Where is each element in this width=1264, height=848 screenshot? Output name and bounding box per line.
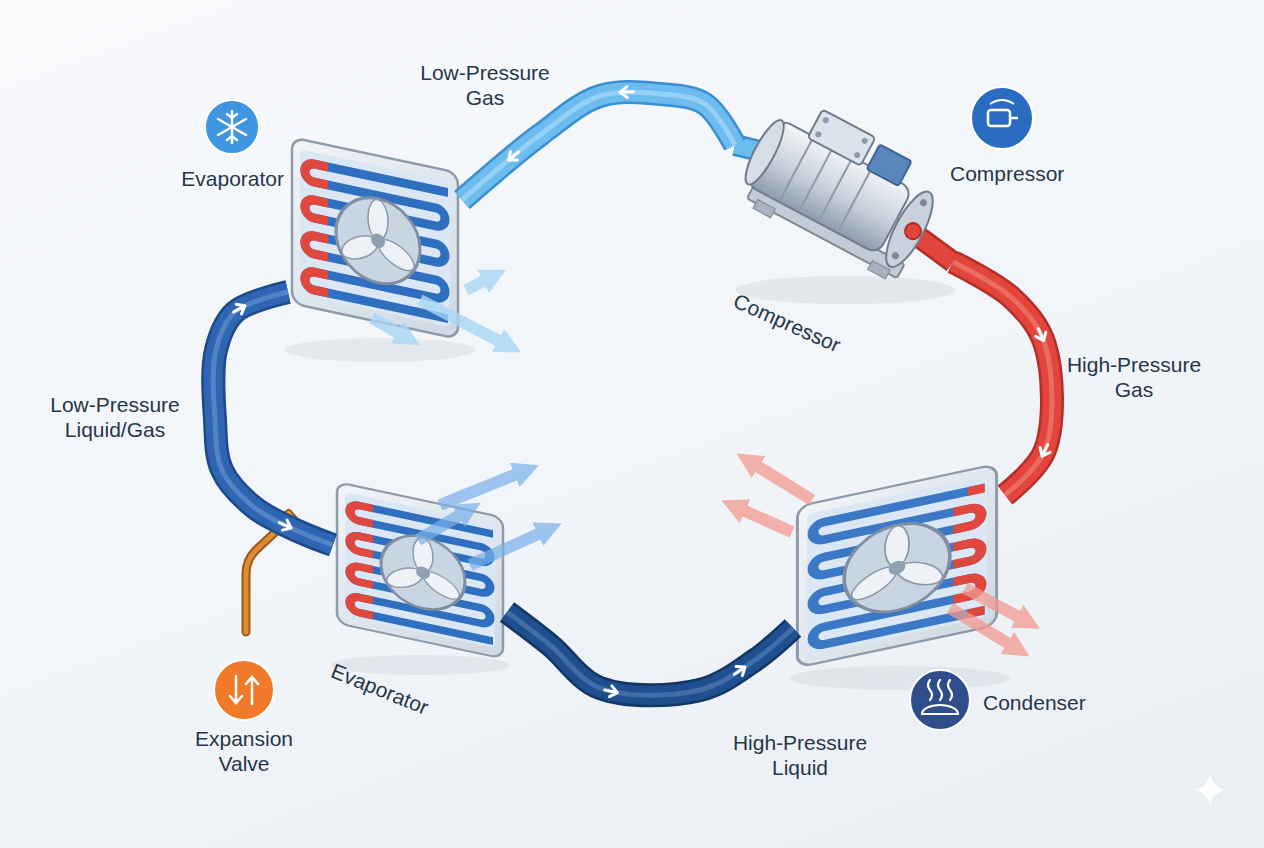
flow-arrowhead — [1033, 327, 1048, 343]
sparkle-mark — [1195, 775, 1225, 805]
condenser-icon — [910, 670, 970, 730]
component-label: Evaporator — [181, 166, 284, 191]
pipe-highlight — [213, 292, 333, 545]
evaporator-unit: Evaporator — [288, 133, 462, 343]
flow-arrowhead — [731, 662, 748, 678]
evaporator-icon — [205, 100, 259, 154]
component-label: Condenser — [983, 690, 1086, 715]
evaporator-unit: Evaporator — [333, 478, 507, 662]
airflow-arrow — [372, 278, 505, 344]
flow-arrowhead — [505, 148, 522, 165]
component-label: Compressor — [730, 288, 845, 358]
pipe-body — [213, 292, 333, 545]
flow-arrowhead — [231, 301, 248, 317]
component-label: Expansion Valve — [187, 726, 302, 776]
refrigerant-pipe — [507, 612, 793, 698]
compressor-illustration — [730, 90, 952, 284]
pipe-outline — [213, 292, 333, 545]
airflow-arrow — [738, 463, 1024, 647]
pipe-outline — [953, 262, 1052, 495]
pipe-label: Low-Pressure Liquid/Gas — [35, 392, 195, 442]
pipe-body — [507, 612, 793, 695]
flow-arrowhead — [604, 685, 619, 698]
refrigerant-pipe — [213, 292, 333, 545]
pipe-outline — [507, 612, 793, 695]
component-label: Evaporator — [328, 658, 433, 720]
evaporator-illustration — [337, 482, 503, 658]
compressor-unit: Compressor — [735, 88, 953, 300]
refrigerant-pipe — [953, 262, 1053, 495]
expansion-valve-icon — [214, 660, 274, 720]
compressor-icon — [971, 87, 1033, 149]
floor-shadow — [285, 276, 1010, 690]
airflow-arrow — [418, 472, 545, 565]
pipe-label: High-Pressure Gas — [1054, 352, 1214, 402]
flow-arrowhead — [277, 518, 293, 533]
flow-arrowhead — [620, 86, 633, 97]
condenser-illustration — [797, 464, 996, 667]
pipe-highlight — [953, 262, 1052, 495]
pipe-body — [953, 262, 1052, 495]
pipe-label: High-Pressure Liquid — [720, 730, 880, 780]
condenser-unit: Condenser — [793, 458, 1005, 673]
flow-arrowhead — [1037, 442, 1053, 458]
pipe-label: Low-Pressure Gas — [405, 60, 565, 110]
expansion-valve-icon: Expansion Valve — [214, 660, 274, 720]
icon-label: Compressor — [950, 161, 1064, 186]
pipe-highlight — [507, 612, 793, 695]
